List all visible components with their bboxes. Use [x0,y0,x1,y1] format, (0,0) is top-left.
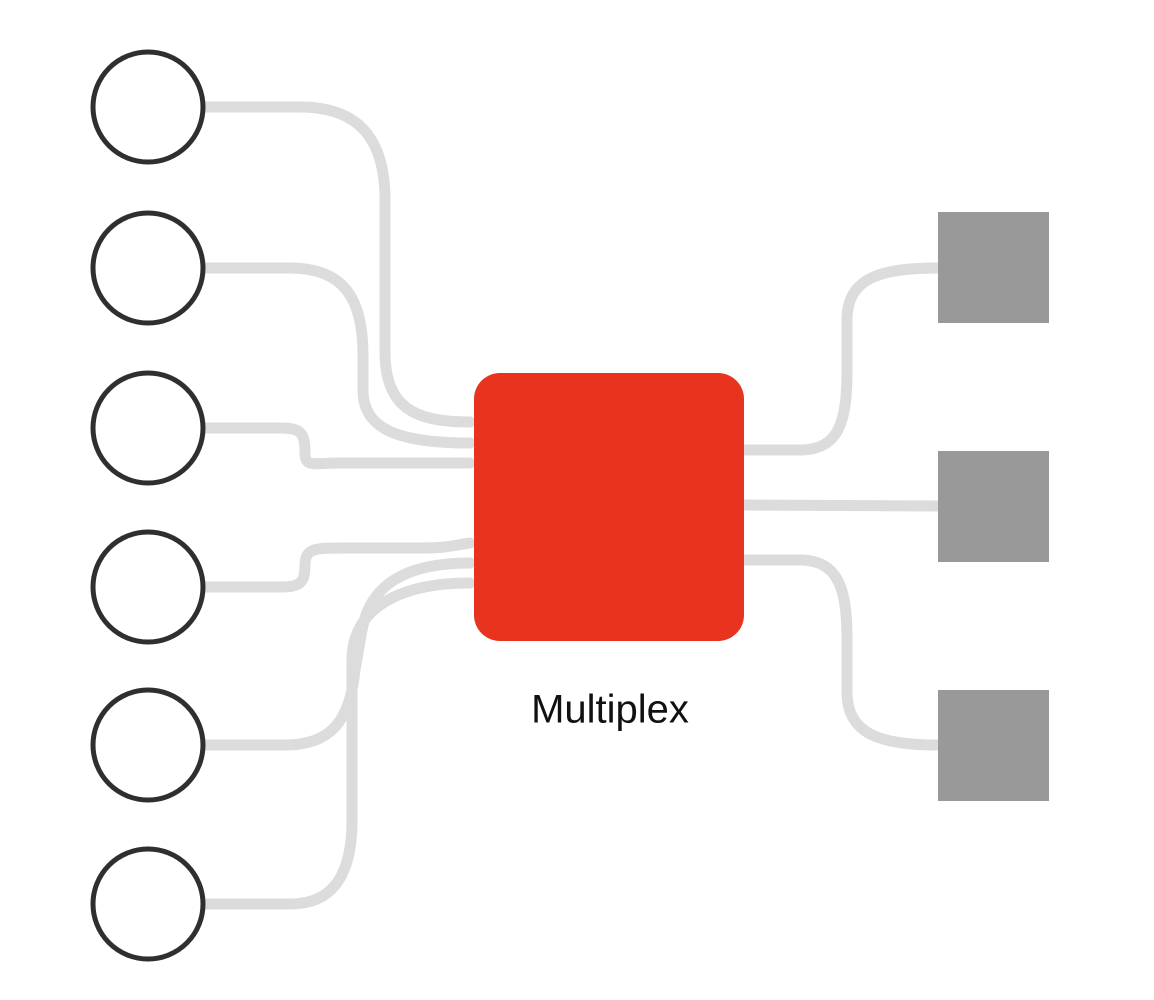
input-node-5[interactable] [90,687,206,803]
multiplex-hub-label: Multiplex [531,688,689,732]
edge-input-5 [197,557,476,751]
edge-input-1 [197,101,476,428]
input-node-2[interactable] [90,210,206,326]
edge-input-4 [197,537,476,593]
output-node-2[interactable] [938,451,1049,562]
output-edges-group [738,262,944,751]
edge-input-3 [197,422,476,470]
output-nodes-group [938,212,1049,801]
input-node-1[interactable] [90,49,206,165]
output-node-3[interactable] [938,690,1049,801]
edge-output-2 [738,499,944,512]
edge-input-2 [197,262,476,449]
input-edges-group [197,101,476,910]
multiplex-hub-rect[interactable] [474,373,744,641]
input-node-4[interactable] [90,529,206,645]
input-node-6[interactable] [90,846,206,962]
input-node-3[interactable] [90,370,206,486]
edge-input-6 [197,577,476,910]
output-node-1[interactable] [938,212,1049,323]
edge-output-3 [738,554,944,751]
edge-output-1 [738,262,944,456]
input-nodes-group [90,49,206,962]
hub-group[interactable]: Multiplex [474,373,744,732]
